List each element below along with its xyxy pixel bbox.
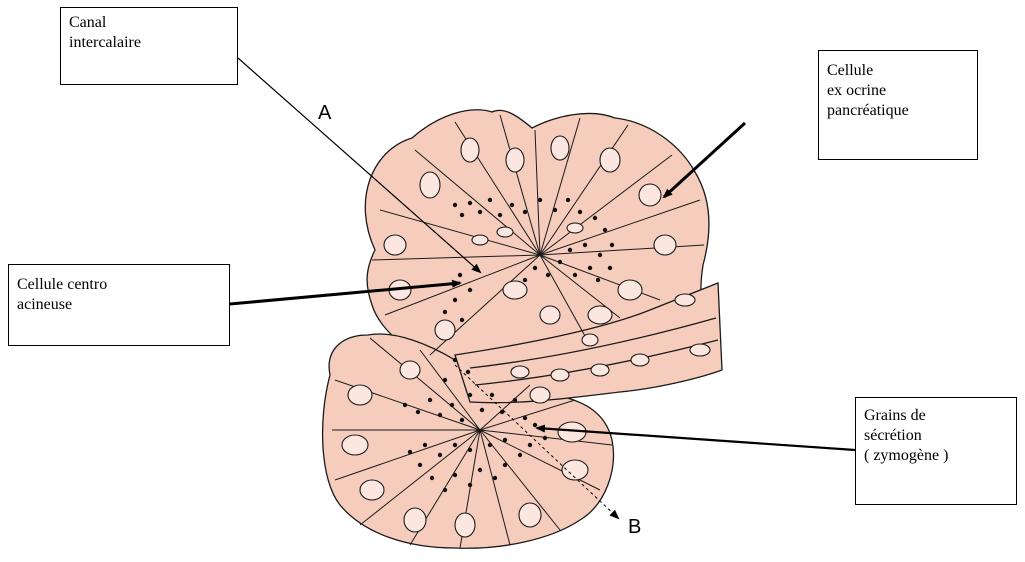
label-canal-line-2: intercalaire <box>69 33 229 53</box>
label-centro-line-2: acineuse <box>17 295 221 315</box>
label-exocrine-line-2: ex ocrine <box>827 81 969 101</box>
label-grains-line-2: sécrétion <box>864 426 1008 446</box>
letter-b: B <box>628 516 641 539</box>
label-grains-secretion: Grains de sécrétion ( zymogène ) <box>855 397 1017 505</box>
label-exocrine-line-1: Cellule <box>827 61 969 81</box>
label-centro-line-1: Cellule centro <box>17 275 221 295</box>
label-exocrine-line-3: pancréatique <box>827 101 969 121</box>
letter-a: A <box>318 102 331 125</box>
label-cellule-centro-acineuse: Cellule centro acineuse <box>8 264 230 346</box>
label-canal-intercalaire: Canal intercalaire <box>60 7 238 85</box>
label-cellule-exocrine: Cellule ex ocrine pancréatique <box>818 50 978 160</box>
label-grains-line-3: ( zymogène ) <box>864 446 1008 466</box>
label-grains-line-1: Grains de <box>864 406 1008 426</box>
label-canal-line-1: Canal <box>69 13 229 33</box>
